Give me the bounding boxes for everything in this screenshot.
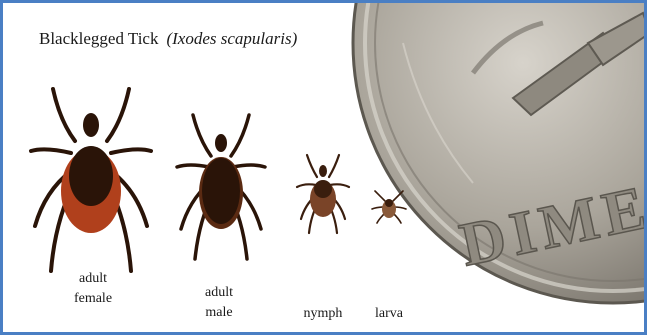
caption-line: adult xyxy=(63,269,123,289)
caption-line: male xyxy=(189,303,249,323)
caption-adult-male: adult male xyxy=(189,283,249,323)
figure-title: Blacklegged Tick (Ixodes scapularis) xyxy=(39,29,297,49)
caption-line: female xyxy=(63,289,123,309)
nymph-tick xyxy=(295,153,351,235)
caption-line: adult xyxy=(189,283,249,303)
caption-nymph: nymph xyxy=(293,304,353,324)
caption-line: larva xyxy=(359,304,419,324)
caption-larva: larva xyxy=(359,304,419,324)
larva-tick xyxy=(371,189,407,225)
caption-adult-female: adult female xyxy=(63,269,123,309)
scientific-name: (Ixodes scapularis) xyxy=(166,29,297,48)
adult-male-tick xyxy=(173,111,269,263)
adult-female-tick xyxy=(25,81,157,276)
common-name: Blacklegged Tick xyxy=(39,29,158,48)
caption-line: nymph xyxy=(293,304,353,324)
